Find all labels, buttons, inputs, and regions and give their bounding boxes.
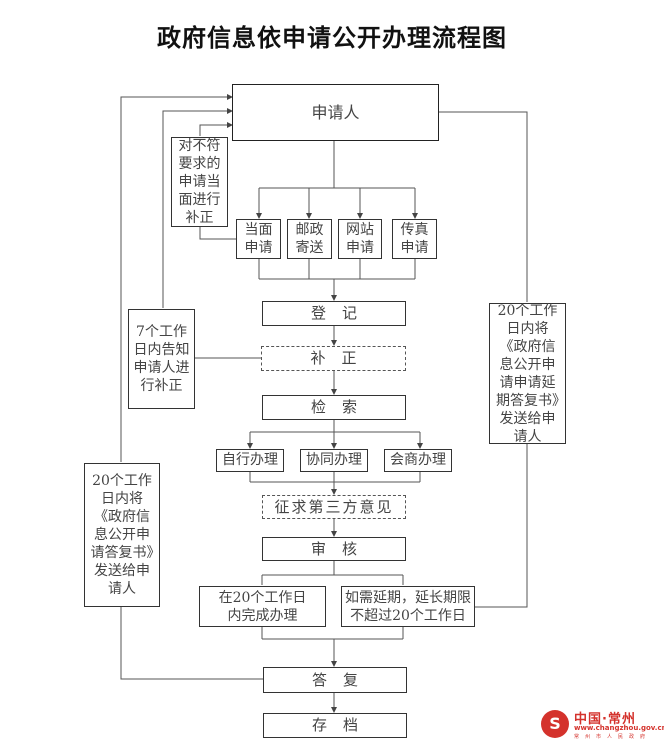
- channel-fax: 传真申请: [392, 219, 437, 259]
- third-party-node: 征求第三方意见: [262, 495, 406, 519]
- channel-label: 传真申请: [400, 222, 429, 256]
- register-label: 登记: [310, 304, 373, 322]
- applicant-node: 申请人: [232, 84, 439, 141]
- handling-consult: 会商办理: [384, 449, 452, 472]
- reply-node: 答复: [263, 667, 407, 693]
- on-site-correction-node: 对不符要求的申请当面进行补正: [171, 137, 228, 227]
- review-node: 审核: [262, 537, 406, 561]
- reply-notice-label: 20个工作日内将《政府信息公开申请答复书》发送给申请人: [90, 473, 154, 597]
- connector: [475, 443, 528, 608]
- extension-notice-node: 20个工作日内将《政府信息公开申请申请延期答复书》发送给申请人: [489, 302, 566, 445]
- logo-main-text: 中国·常州: [574, 712, 636, 727]
- retrieve-node: 检索: [262, 395, 406, 420]
- changzhou-logo: S 中国·常州 www.changzhou.gov.cn 常州市人民政府: [541, 708, 664, 744]
- logo-sub-text: 常州市人民政府: [574, 734, 652, 740]
- dragon-emblem-icon: S: [541, 710, 569, 738]
- notify-correction-label: 7个工作日内告知申请人进行补正: [133, 324, 190, 394]
- channel-website: 网站申请: [338, 219, 382, 259]
- complete-in-20-label: 在20个工作日内完成办理: [218, 589, 307, 624]
- connector: [199, 227, 236, 240]
- logo-url-text: www.changzhou.gov.cn: [574, 724, 664, 732]
- handling-joint: 协同办理: [300, 449, 368, 472]
- extension-label: 如需延期，延长期限不超过20个工作日: [345, 589, 471, 624]
- channel-label: 网站申请: [346, 222, 374, 256]
- handling-label: 协同办理: [306, 452, 362, 468]
- applicant-label: 申请人: [311, 103, 360, 122]
- connector: [120, 606, 263, 680]
- handling-self: 自行办理: [216, 449, 284, 472]
- register-node: 登记: [262, 301, 406, 326]
- notify-correction-node: 7个工作日内告知申请人进行补正: [128, 309, 195, 409]
- connector: [162, 108, 233, 308]
- channel-label: 当面申请: [244, 222, 273, 256]
- reply-label: 答复: [311, 670, 374, 689]
- extension-node: 如需延期，延长期限不超过20个工作日: [341, 586, 475, 627]
- reply-notice-node: 20个工作日内将《政府信息公开申请答复书》发送给申请人: [84, 463, 160, 607]
- channel-in-person: 当面申请: [236, 219, 281, 259]
- handling-label: 自行办理: [222, 452, 278, 468]
- correction-label: 补正: [310, 349, 373, 367]
- correction-node: 补正: [261, 346, 406, 371]
- retrieve-label: 检索: [310, 398, 373, 416]
- complete-in-20-node: 在20个工作日内完成办理: [199, 586, 326, 627]
- channel-label: 邮政寄送: [295, 222, 324, 256]
- archive-node: 存档: [263, 713, 407, 738]
- on-site-correction-label: 对不符要求的申请当面进行补正: [178, 138, 221, 226]
- connector: [120, 94, 233, 462]
- channel-post: 邮政寄送: [287, 219, 332, 259]
- connector: [199, 122, 233, 136]
- archive-label: 存档: [311, 716, 374, 734]
- page-title: 政府信息依申请公开办理流程图: [157, 23, 507, 52]
- third-party-label: 征求第三方意见: [274, 497, 394, 516]
- review-label: 审核: [310, 539, 373, 558]
- handling-label: 会商办理: [390, 452, 446, 468]
- extension-notice-label: 20个工作日内将《政府信息公开申请申请延期答复书》发送给申请人: [496, 302, 559, 445]
